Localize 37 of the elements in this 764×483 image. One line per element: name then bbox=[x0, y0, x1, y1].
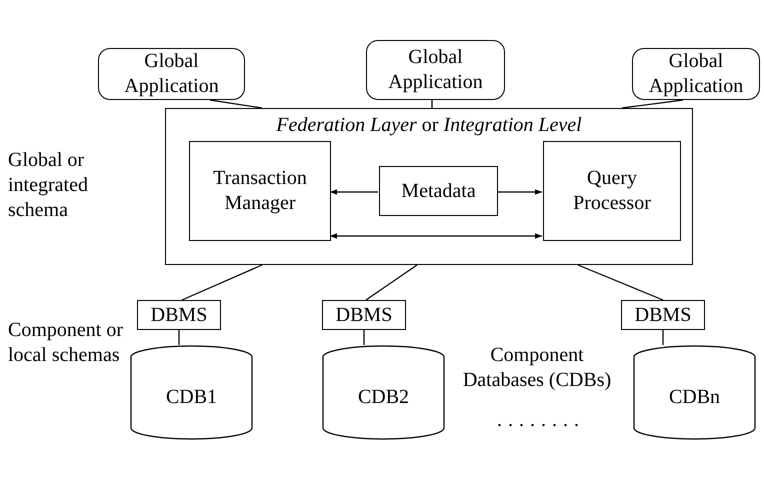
connector-line bbox=[662, 330, 664, 345]
connector-line bbox=[363, 330, 365, 345]
database-label: CDB1 bbox=[164, 385, 218, 410]
connector-line bbox=[178, 330, 180, 345]
box-label: Federation Layer or Integration Level bbox=[276, 113, 582, 138]
component-box bbox=[137, 300, 221, 330]
component-box bbox=[621, 300, 705, 330]
application-box bbox=[366, 40, 505, 100]
component-box bbox=[189, 141, 331, 241]
connector-line bbox=[182, 264, 262, 301]
arrow bbox=[330, 189, 378, 195]
database-label: CDBn bbox=[668, 385, 722, 410]
box-label: Transaction Manager bbox=[212, 166, 308, 216]
application-box bbox=[98, 48, 245, 100]
component-box bbox=[543, 141, 681, 241]
box-label: Metadata bbox=[400, 178, 477, 204]
annotation-text: Component or local schemas bbox=[8, 318, 124, 368]
annotation-text: Component Databases (CDBs) bbox=[462, 343, 612, 393]
annotation-text: ........ bbox=[497, 408, 577, 433]
box-label: DBMS bbox=[334, 302, 394, 328]
box-label: Query Processor bbox=[572, 166, 652, 216]
box-label: DBMS bbox=[634, 302, 692, 328]
connector-line bbox=[366, 264, 418, 300]
box-label: Global Application bbox=[387, 45, 484, 95]
component-box bbox=[379, 166, 498, 216]
box-label: DBMS bbox=[150, 302, 208, 328]
component-box bbox=[322, 300, 406, 330]
box-label: Global Application bbox=[648, 49, 744, 99]
arrow bbox=[497, 189, 542, 195]
connector-line bbox=[431, 100, 433, 108]
arrow bbox=[330, 233, 542, 239]
annotation-text: Global or integrated schema bbox=[8, 148, 89, 223]
connector-line bbox=[578, 264, 664, 301]
database-label: CDB2 bbox=[356, 385, 410, 410]
box-label: Global Application bbox=[123, 49, 220, 99]
federation-layer-box bbox=[165, 108, 693, 265]
application-box bbox=[632, 48, 760, 100]
